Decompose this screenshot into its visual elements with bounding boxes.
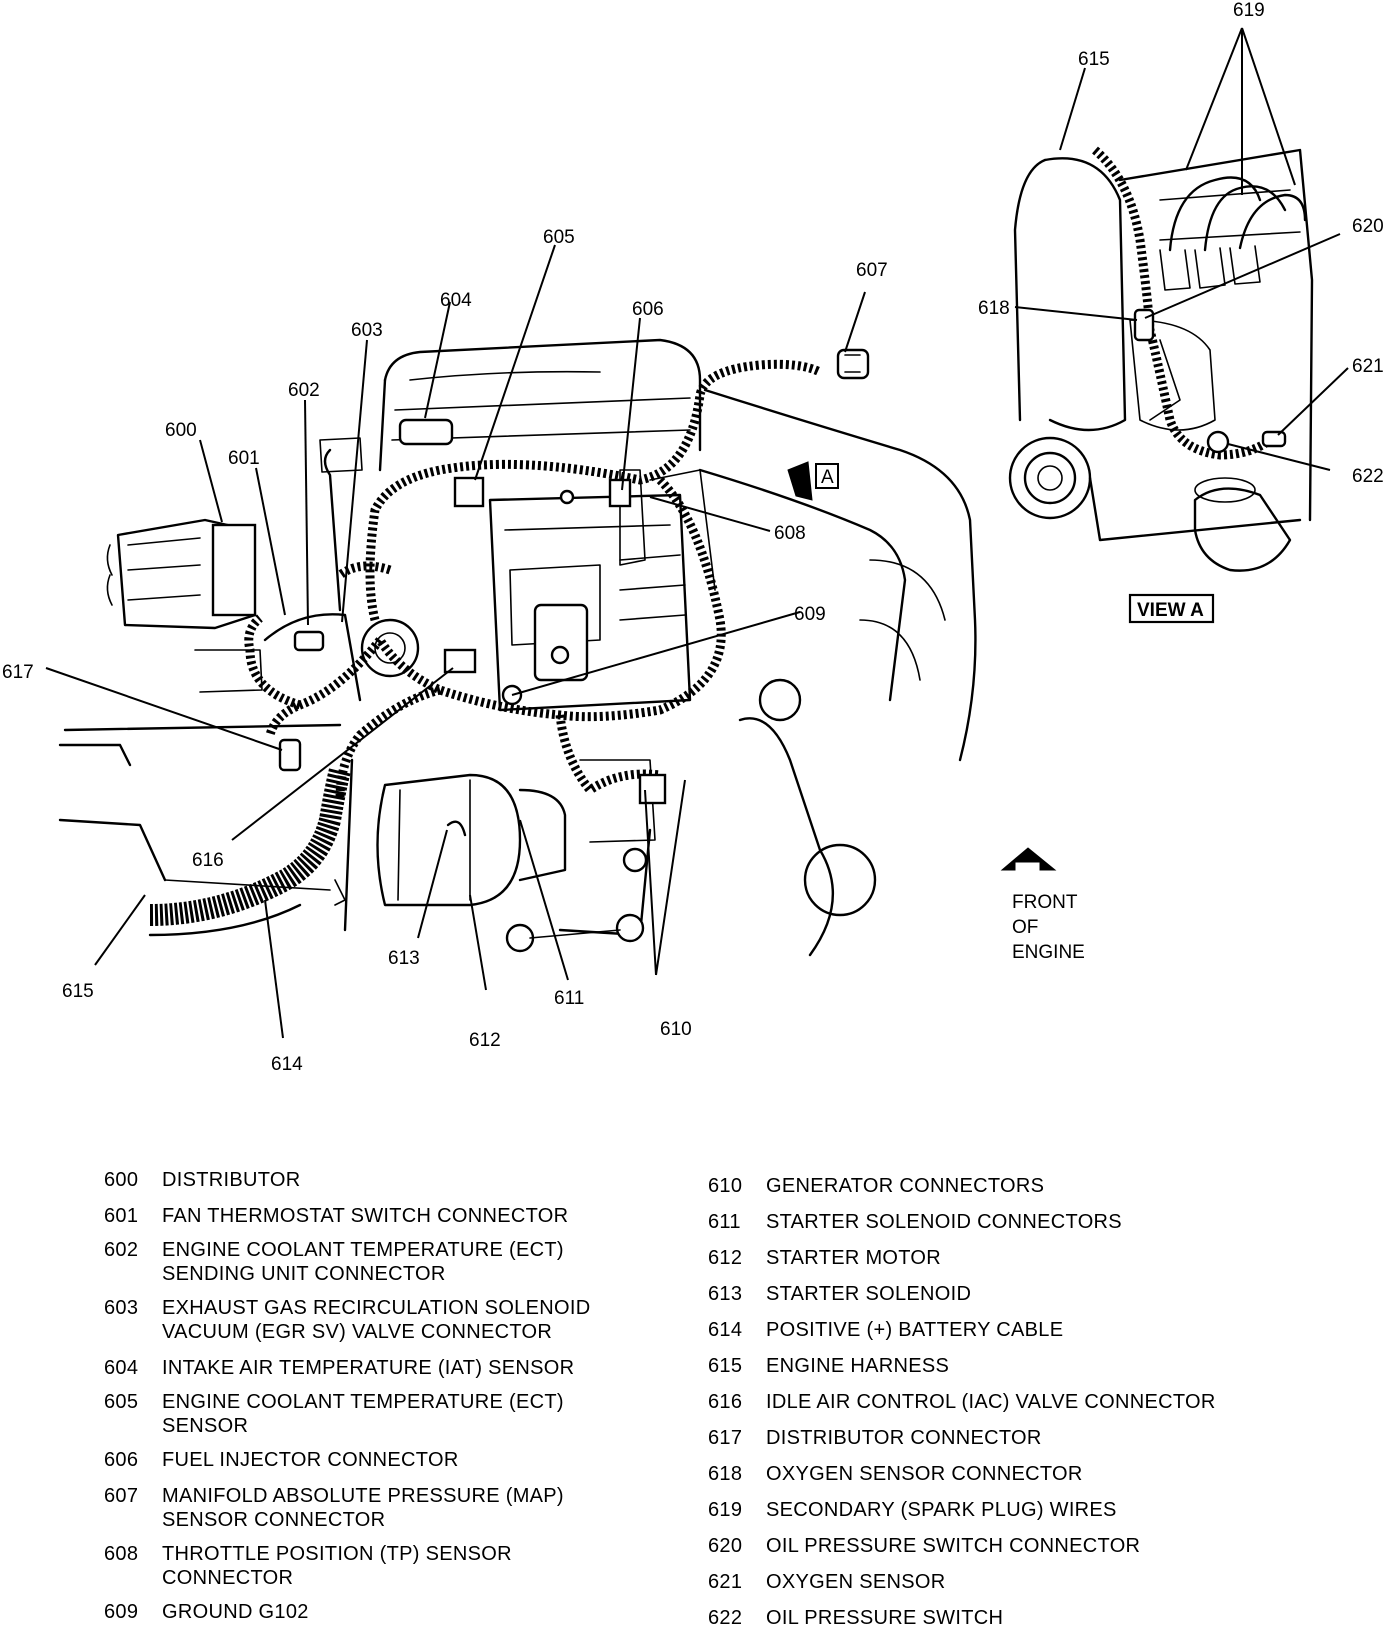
legend-number: 606 (104, 1449, 139, 1471)
callout-615-main: 615 (62, 981, 94, 1002)
legend-number: 605 (104, 1391, 139, 1413)
legend-text: DISTRIBUTOR CONNECTOR (766, 1427, 1042, 1449)
legend-number: 621 (708, 1571, 743, 1593)
legend-text: ENGINE COOLANT TEMPERATURE (ECT) SENSOR (162, 1391, 564, 1437)
legend-text: ENGINE COOLANT TEMPERATURE (ECT) SENDING… (162, 1239, 564, 1285)
callout-615-inset: 615 (1078, 49, 1110, 70)
battery-cable (149, 767, 351, 926)
legend-text: INTAKE AIR TEMPERATURE (IAT) SENSOR (162, 1357, 575, 1379)
legend-number: 610 (708, 1175, 743, 1197)
legend-text: IDLE AIR CONTROL (IAC) VALVE CONNECTOR (766, 1391, 1216, 1413)
callout-616: 616 (192, 850, 224, 871)
legend-text: GROUND G102 (162, 1601, 309, 1623)
legend-number: 602 (104, 1239, 139, 1261)
callout-613: 613 (388, 948, 420, 969)
legend-number: 600 (104, 1169, 139, 1191)
callout-614: 614 (271, 1054, 303, 1075)
callout-604: 604 (440, 290, 472, 311)
front-label-line1: FRONT (1012, 892, 1078, 913)
leader-lines (45, 27, 1349, 1039)
legend-text: OXYGEN SENSOR CONNECTOR (766, 1463, 1083, 1485)
callout-610: 610 (660, 1019, 692, 1040)
legend-number: 617 (708, 1427, 743, 1449)
callout-619: 619 (1233, 0, 1265, 21)
view-a-marker-text: A (821, 467, 834, 488)
view-a-pointer-icon (787, 461, 813, 501)
callout-609: 609 (794, 604, 826, 625)
legend-text: POSITIVE (+) BATTERY CABLE (766, 1319, 1064, 1341)
distributor-connector-drawing (278, 738, 302, 772)
callout-602: 602 (288, 380, 320, 401)
iac-connector-drawing (443, 648, 477, 674)
callout-617: 617 (2, 662, 34, 683)
map-connector-drawing (836, 348, 870, 380)
legend-number: 608 (104, 1543, 139, 1565)
legend-text: DISTRIBUTOR (162, 1169, 301, 1191)
legend-text: ENGINE HARNESS (766, 1355, 950, 1377)
callout-621: 621 (1352, 356, 1384, 377)
view-a-label: VIEW A (1137, 600, 1204, 621)
callout-601: 601 (228, 448, 260, 469)
front-label-line2: OF (1012, 917, 1038, 938)
callout-605: 605 (543, 227, 575, 248)
callout-620: 620 (1352, 216, 1384, 237)
iat-sensor-drawing (398, 418, 454, 446)
callout-607: 607 (856, 260, 888, 281)
view-a-marker-box (815, 463, 839, 489)
legend-number: 614 (708, 1319, 743, 1341)
legend-number: 603 (104, 1297, 139, 1319)
front-label-line3: ENGINE (1012, 942, 1085, 963)
legend-text: STARTER SOLENOID (766, 1283, 972, 1305)
engine-wiring-diagram: A FRONT OF ENGINE VIEW A (2, 0, 1384, 1075)
callout-603: 603 (351, 320, 383, 341)
oil-pressure-switch-drawing (1206, 430, 1230, 454)
legend-number: 620 (708, 1535, 743, 1557)
legend-number: 604 (104, 1357, 139, 1379)
distributor-body (106, 518, 257, 630)
legend-text: SECONDARY (SPARK PLUG) WIRES (766, 1499, 1117, 1521)
oxygen-sensor-drawing (1261, 430, 1287, 448)
throttle-body (533, 603, 589, 682)
legend-number: 607 (104, 1485, 139, 1507)
legend-number: 612 (708, 1247, 743, 1269)
legend-number: 615 (708, 1355, 743, 1377)
o2-connector-drawing (1133, 308, 1155, 342)
legend-number: 618 (708, 1463, 743, 1485)
generator-connector-drawing (638, 773, 667, 805)
starter-motor-drawing (376, 773, 567, 907)
main-engine-view: A FRONT OF ENGINE (58, 338, 1085, 963)
legend-text: EXHAUST GAS RECIRCULATION SOLENOID VACUU… (162, 1297, 591, 1343)
legend-text: FAN THERMOSTAT SWITCH CONNECTOR (162, 1205, 569, 1227)
legend-number: 616 (708, 1391, 743, 1413)
legend-text: OIL PRESSURE SWITCH (766, 1607, 1004, 1629)
legend-text: GENERATOR CONNECTORS (766, 1175, 1045, 1197)
callout-numbers: 600 601 602 603 604 605 606 607 608 609 … (2, 0, 1384, 1075)
callout-608: 608 (774, 523, 806, 544)
legend-number: 611 (708, 1211, 741, 1233)
legend-text: THROTTLE POSITION (TP) SENSOR CONNECTOR (162, 1543, 512, 1589)
legend-number: 601 (104, 1205, 139, 1227)
callout-600: 600 (165, 420, 197, 441)
callout-606: 606 (632, 299, 664, 320)
callout-611: 611 (554, 988, 584, 1009)
legend-text: OIL PRESSURE SWITCH CONNECTOR (766, 1535, 1141, 1557)
legend-text: FUEL INJECTOR CONNECTOR (162, 1449, 459, 1471)
legend-text: STARTER SOLENOID CONNECTORS (766, 1211, 1122, 1233)
callout-612: 612 (469, 1030, 501, 1051)
oil-filter-drawing (1193, 487, 1292, 572)
legend-text: STARTER MOTOR (766, 1247, 942, 1269)
legend-number: 609 (104, 1601, 139, 1623)
front-arrow-icon (1000, 847, 1057, 871)
callout-622: 622 (1352, 466, 1384, 487)
legend-text: MANIFOLD ABSOLUTE PRESSURE (MAP) SENSOR … (162, 1485, 564, 1531)
view-a-inset: VIEW A (1008, 146, 1314, 624)
view-a-label-box (1128, 593, 1215, 624)
legend-text: OXYGEN SENSOR (766, 1571, 946, 1593)
engine-harness-wire (365, 359, 823, 622)
legend-number: 622 (708, 1607, 743, 1629)
legend-number: 613 (708, 1283, 743, 1305)
legend-number: 619 (708, 1499, 743, 1521)
callout-618: 618 (978, 298, 1010, 319)
